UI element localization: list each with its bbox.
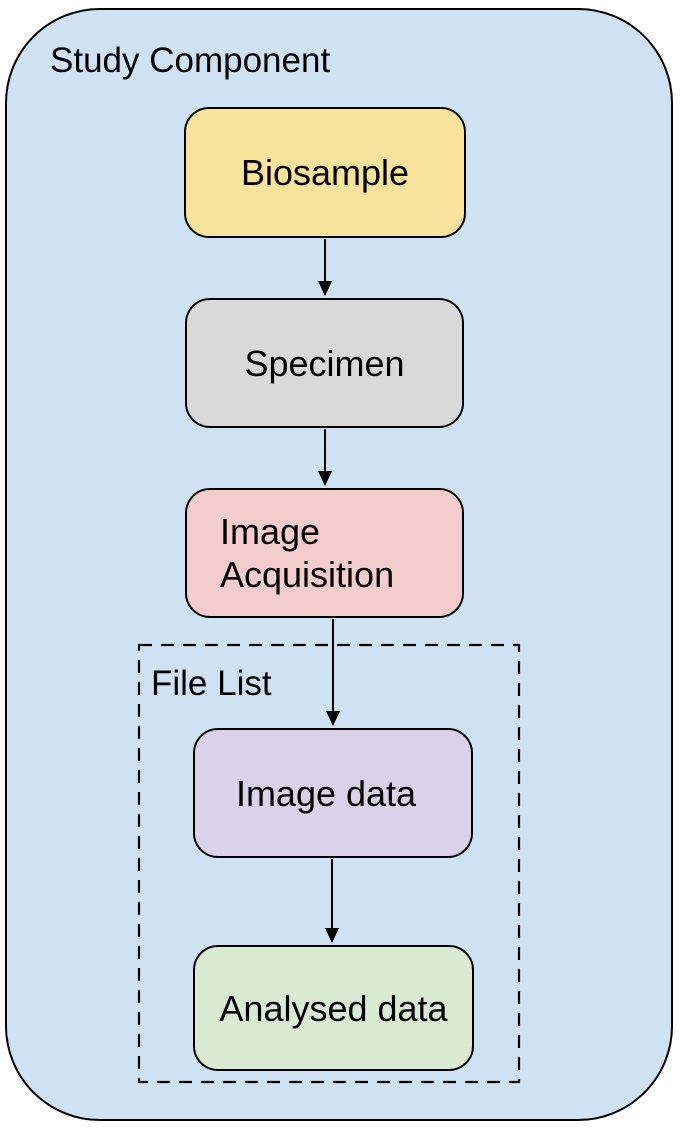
node-specimen: Specimen bbox=[185, 298, 464, 428]
node-image-acquisition: Image Acquisition bbox=[185, 488, 464, 618]
node-image-acquisition-label: Image Acquisition bbox=[220, 511, 395, 595]
node-analysed-data-label: Analysed data bbox=[219, 987, 448, 1029]
node-image-data: Image data bbox=[193, 728, 473, 858]
file-list-label: File List bbox=[151, 664, 272, 703]
study-component-label: Study Component bbox=[50, 41, 331, 80]
node-biosample: Biosample bbox=[184, 107, 466, 238]
file-list-group-border bbox=[137, 643, 521, 1084]
node-biosample-label: Biosample bbox=[240, 152, 410, 193]
node-image-data-label: Image data bbox=[235, 772, 417, 814]
node-analysed-data: Analysed data bbox=[193, 945, 474, 1071]
node-specimen-label: Specimen bbox=[244, 342, 405, 384]
